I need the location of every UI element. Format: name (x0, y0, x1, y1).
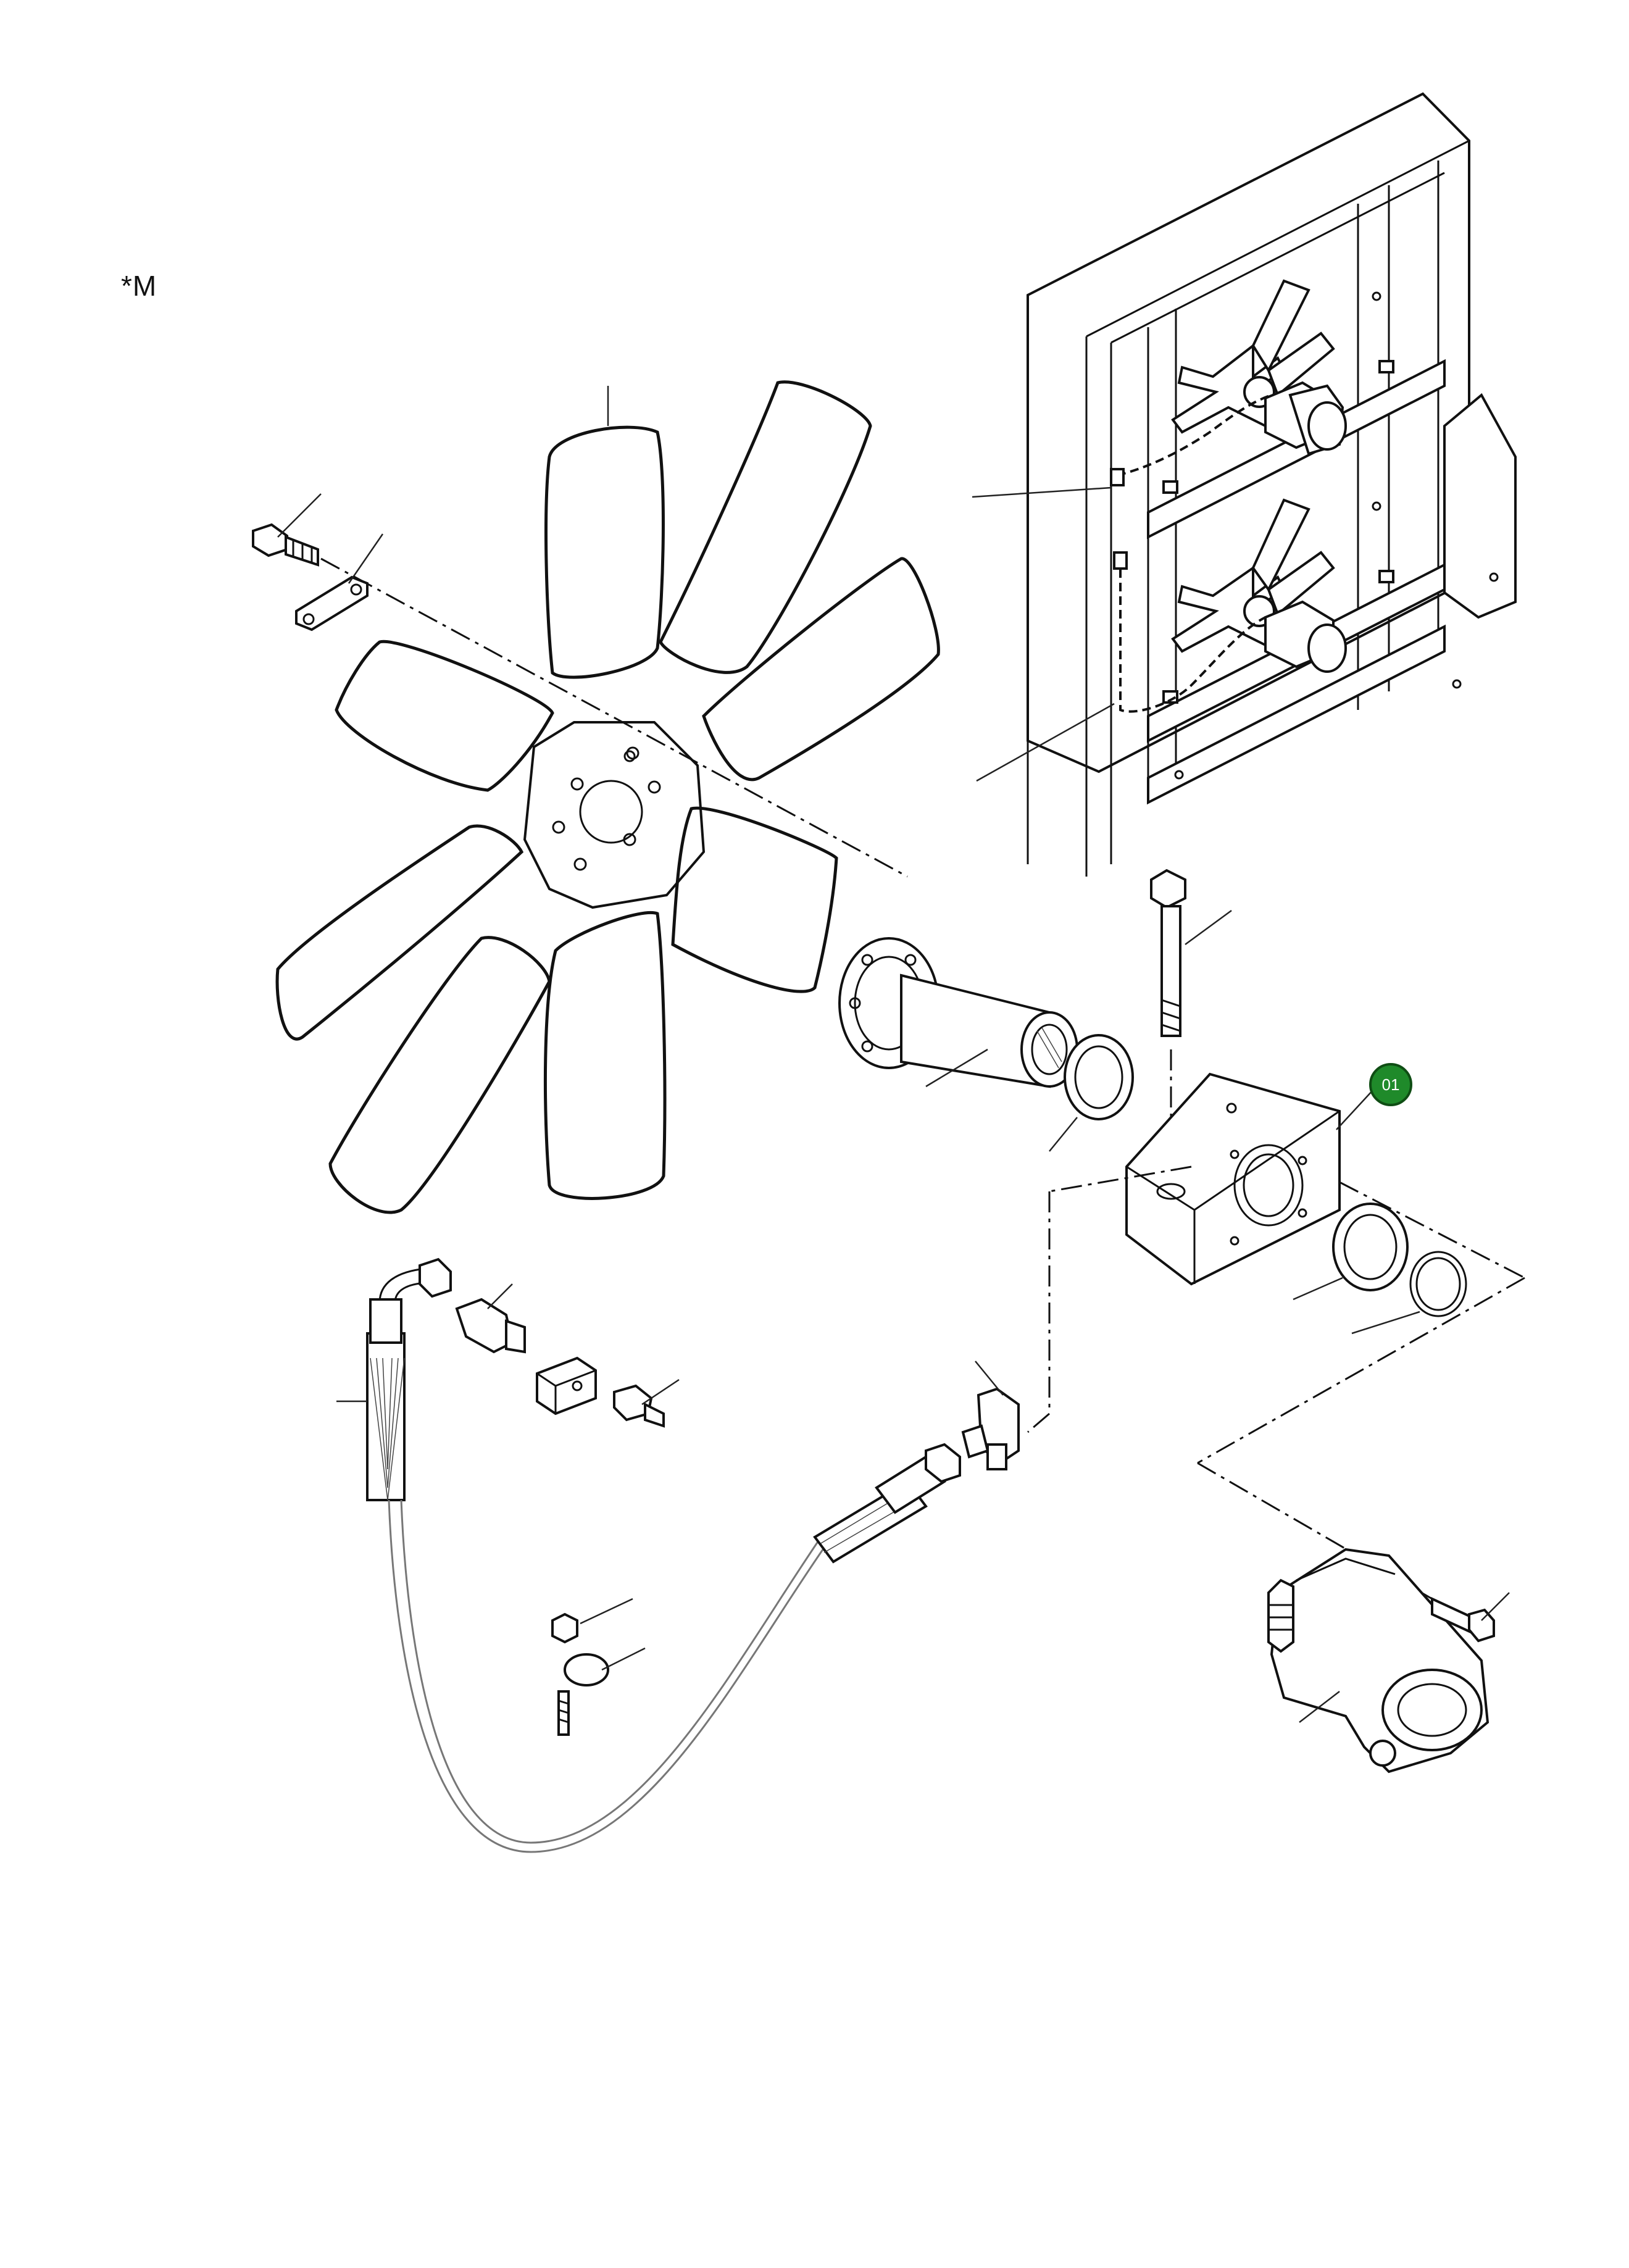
bolt-icon (1150, 869, 1186, 1037)
bolt-icon (1431, 1596, 1495, 1643)
elbow-fitting-icon (419, 1257, 452, 1298)
callout-badge-01[interactable]: 01 (1369, 1063, 1412, 1106)
fan-hub-shaft-icon (838, 937, 1078, 1088)
diagram-reference-label: *M (121, 270, 157, 302)
grease-nipple-icon (613, 1384, 665, 1428)
circlip-icon (1409, 1251, 1467, 1317)
elbow-fitting-icon (961, 1387, 1020, 1470)
hydraulic-motor-icon (1267, 1548, 1489, 1774)
seal-ring-icon (1332, 1203, 1409, 1291)
fan-blade-assembly-icon (275, 380, 940, 1214)
hydraulic-hose-icon (813, 1443, 961, 1564)
block-icon (536, 1356, 597, 1415)
radiator-frame-icon (1027, 92, 1517, 877)
adapter-fitting-icon (455, 1298, 526, 1354)
bolt-icon (252, 523, 319, 567)
hydraulic-hose-icon (366, 1267, 828, 1853)
bearing-block-icon (1125, 1072, 1341, 1286)
washer-plate-icon (295, 575, 369, 632)
small-fan-lower-icon (1171, 498, 1347, 673)
hose-clamp-icon (551, 1612, 609, 1736)
small-fan-upper-icon (1171, 279, 1347, 456)
seal-ring-icon (1064, 1034, 1134, 1120)
